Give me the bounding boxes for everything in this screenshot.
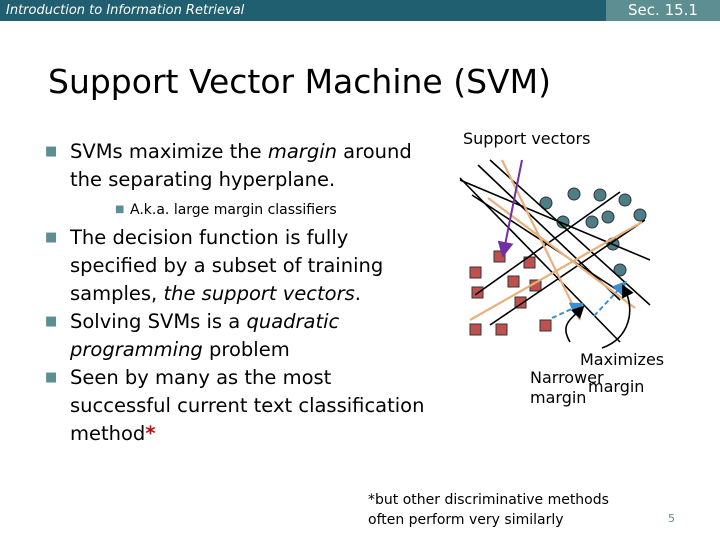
hyperplane-line xyxy=(477,164,621,301)
support-vector-arrow xyxy=(497,159,523,258)
data-point-circle xyxy=(539,196,553,210)
data-point-circle xyxy=(593,188,607,202)
data-point-circle xyxy=(585,215,599,229)
candidate-hyperplanes xyxy=(459,159,651,343)
data-point-square xyxy=(469,266,482,279)
hyperplane-line xyxy=(489,219,646,326)
header-bar: Introduction to Information Retrieval Se… xyxy=(0,0,720,21)
hyperplane-line xyxy=(469,221,643,321)
data-point-square xyxy=(469,323,482,336)
bullet-text: . xyxy=(354,282,361,305)
hyperplane-line xyxy=(459,179,651,261)
class-b-squares xyxy=(469,250,552,336)
data-point-square xyxy=(539,319,552,332)
data-point-circle xyxy=(567,187,581,201)
hyperplane-line xyxy=(487,197,636,309)
bullet-item: ■ Solving SVMs is a quadratic programmin… xyxy=(45,308,430,364)
bullet-emphasis: margin xyxy=(267,140,337,163)
bullet-item: ■ SVMs maximize the margin around the se… xyxy=(45,138,430,194)
hyperplane-line xyxy=(501,159,581,321)
curved-callout-arrow xyxy=(565,305,585,343)
curved-callout-arrow xyxy=(601,284,634,349)
data-point-square xyxy=(495,323,508,336)
section-badge: Sec. 15.1 xyxy=(606,0,720,21)
sub-bullet-text: A.k.a. large margin classifiers xyxy=(130,202,337,218)
bullet-marker-icon: ■ xyxy=(45,370,58,385)
footnote-line: often perform very similarly xyxy=(368,512,564,528)
bullet-marker-icon: ■ xyxy=(45,314,58,329)
bullet-text: problem xyxy=(202,338,290,361)
bullet-item: ■ The decision function is fully specifi… xyxy=(45,224,430,308)
data-point-square xyxy=(514,296,527,309)
bullet-text: around the separating hyperplane. xyxy=(70,140,412,191)
data-point-circle xyxy=(633,208,647,222)
bullet-item: ■ Seen by many as the most successful cu… xyxy=(45,364,430,448)
bullet-marker-icon: ■ xyxy=(45,144,58,159)
sub-bullet-item: ■ A.k.a. large margin classifiers xyxy=(45,200,430,220)
footnote: *but other discriminative methods often … xyxy=(368,490,609,530)
svm-diagram xyxy=(459,159,651,349)
bullet-list: ■ SVMs maximize the margin around the se… xyxy=(45,138,430,448)
footnote-line: *but other discriminative methods xyxy=(368,492,609,508)
margin-indicators xyxy=(551,280,634,349)
bullet-marker-icon: ■ xyxy=(45,230,58,245)
page-number: 5 xyxy=(668,512,675,525)
data-point-square xyxy=(507,275,520,288)
margin-label-left: margin xyxy=(530,388,587,407)
course-title: Introduction to Information Retrieval xyxy=(6,3,245,18)
maximizes-label: Maximizes xyxy=(580,350,665,369)
margin-label-right: margin xyxy=(588,377,645,396)
class-a-circles xyxy=(539,187,647,277)
footnote-star: * xyxy=(145,422,156,445)
slide-title: Support Vector Machine (SVM) xyxy=(48,62,551,101)
margin-dashed-line xyxy=(551,302,585,319)
data-point-circle xyxy=(618,193,632,207)
support-vectors-label: Support vectors xyxy=(463,129,591,148)
data-point-circle xyxy=(601,210,615,224)
bullet-emphasis: the support vectors xyxy=(163,282,355,305)
data-point-square xyxy=(493,250,506,263)
bullet-emphasis: quadratic programming xyxy=(70,310,340,361)
bullet-text: SVMs maximize the xyxy=(70,140,268,163)
bullet-text: The decision function is fully specified… xyxy=(70,226,384,305)
margin-dashed-line xyxy=(593,280,627,317)
bullet-marker-icon: ■ xyxy=(115,204,125,215)
narrower-label: Narrower xyxy=(530,368,604,387)
bullet-text: Seen by many as the most successful curr… xyxy=(70,366,425,445)
bullet-text: Solving SVMs is a xyxy=(70,310,247,333)
hyperplane-line xyxy=(471,194,626,296)
data-point-circle xyxy=(613,263,627,277)
